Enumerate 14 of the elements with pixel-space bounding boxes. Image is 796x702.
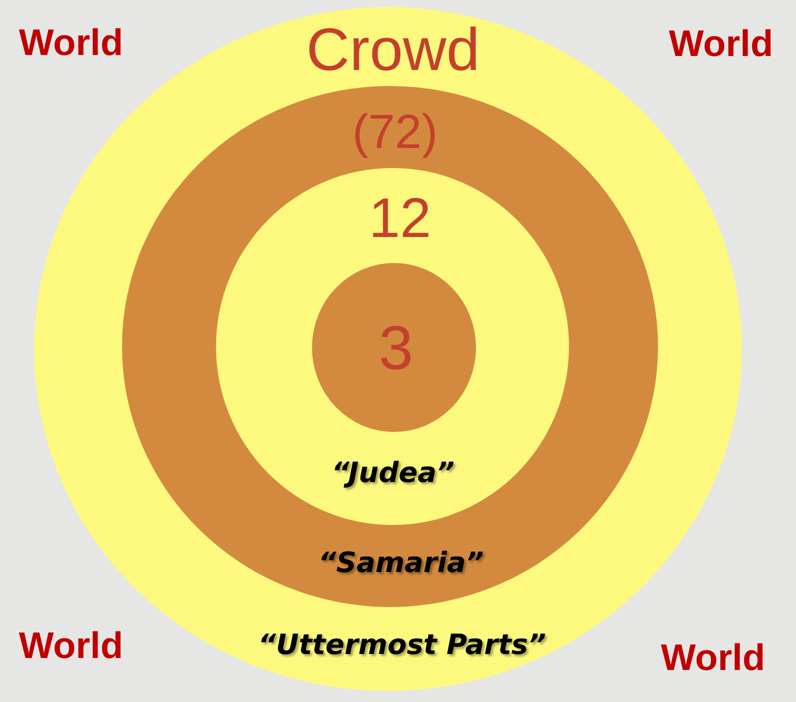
middle-ring <box>122 86 658 607</box>
count-label: 12 <box>368 190 432 246</box>
inner-ring <box>216 168 569 525</box>
corner-label: World <box>660 638 766 676</box>
group-label: Crowd <box>306 20 480 80</box>
region-label: “Samaria” <box>318 549 484 577</box>
corner-label: World <box>668 24 774 62</box>
count-label: 3 <box>378 318 414 380</box>
corner-label: World <box>18 626 124 664</box>
count-label: (72) <box>352 109 438 157</box>
region-label: “Uttermost Parts” <box>258 631 546 659</box>
center-circle <box>312 263 476 432</box>
region-label: “Judea” <box>331 459 455 487</box>
corner-label: World <box>18 24 124 60</box>
